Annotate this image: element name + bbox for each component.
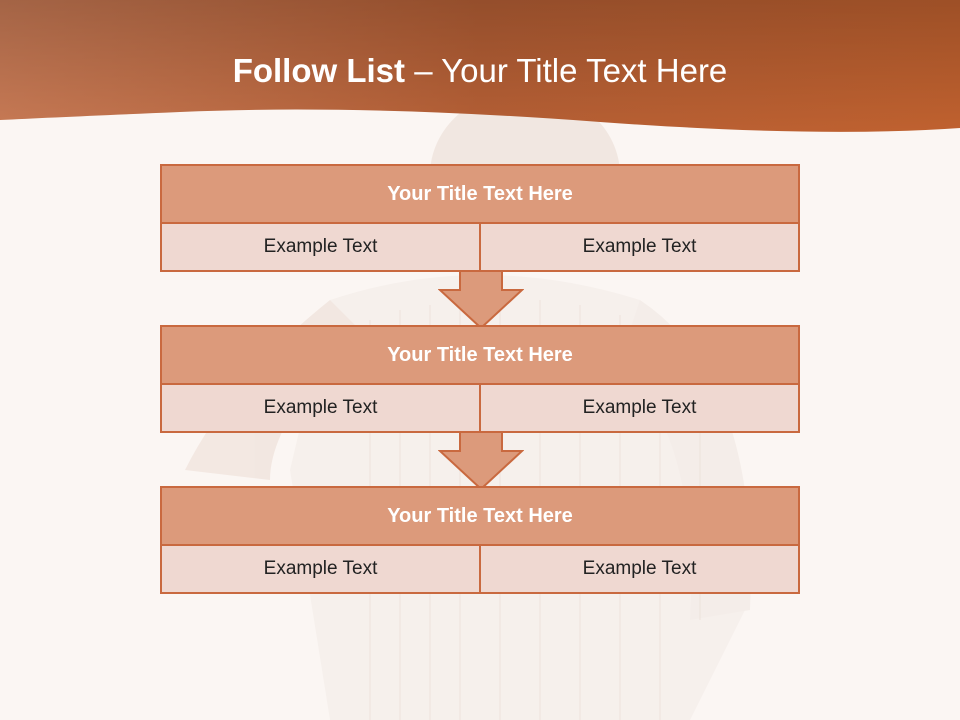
- slide-title: Follow List – Your Title Text Here: [0, 52, 960, 90]
- step-box-2: Your Title Text Here Example Text Exampl…: [160, 325, 800, 433]
- step-box-3: Your Title Text Here Example Text Exampl…: [160, 486, 800, 594]
- step-cells: Example Text Example Text: [162, 224, 798, 270]
- step-title: Your Title Text Here: [162, 327, 798, 383]
- header-wave: [0, 0, 960, 132]
- step-cell-left: Example Text: [162, 385, 479, 431]
- step-cell-left: Example Text: [162, 224, 479, 270]
- step-cell-left: Example Text: [162, 546, 479, 592]
- step-title: Your Title Text Here: [162, 488, 798, 544]
- down-arrow-icon: [438, 431, 524, 491]
- step-box-1: Your Title Text Here Example Text Exampl…: [160, 164, 800, 272]
- step-cell-right: Example Text: [481, 385, 798, 431]
- step-cell-right: Example Text: [481, 224, 798, 270]
- down-arrow-icon: [438, 270, 524, 330]
- slide-title-bold: Follow List: [232, 52, 406, 89]
- slide-title-rest: – Your Title Text Here: [405, 52, 728, 89]
- step-cell-right: Example Text: [481, 546, 798, 592]
- step-title: Your Title Text Here: [162, 166, 798, 222]
- step-cells: Example Text Example Text: [162, 385, 798, 431]
- step-cells: Example Text Example Text: [162, 546, 798, 592]
